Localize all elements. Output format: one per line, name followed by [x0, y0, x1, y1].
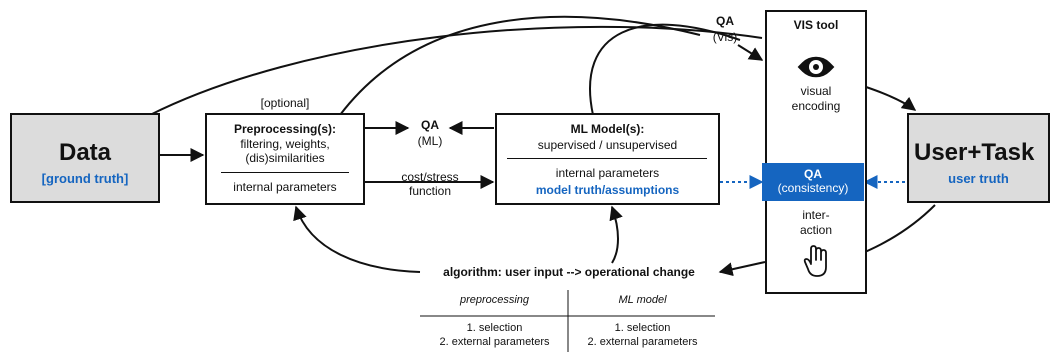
qa-ml-sub: (ML) [417, 134, 443, 148]
algorithm-cell-ml-2: 2. external parameters [587, 336, 698, 348]
ml-model-truth: model truth/assumptions [535, 183, 680, 197]
algorithm-title: algorithm: user input --> operational ch… [443, 265, 695, 279]
algorithm-cell-pre-1: 1. selection [466, 322, 523, 334]
visual-encoding-label: visual encoding [791, 84, 841, 113]
algorithm-header-preprocessing: preprocessing [459, 294, 530, 306]
ml-model-title: ML Model(s): [570, 122, 645, 136]
qa-consistency-title: QA [804, 167, 822, 181]
preprocessing-title: Preprocessing(s): [233, 122, 337, 136]
algorithm-header-ml: ML model [618, 294, 667, 306]
vis-tool-box: VIS tool visual encoding inter- action [765, 10, 867, 294]
arrow-interaction-to-algorithm [718, 261, 766, 277]
user-task-box: User+Task user truth [907, 113, 1050, 203]
ml-model-desc: supervised / unsupervised [537, 138, 678, 152]
data-title: Data [58, 139, 112, 166]
arrow-algorithm-to-preprocessing [293, 205, 421, 273]
algorithm-cell-pre-2: 2. external parameters [439, 336, 550, 348]
qa-consistency-sub: (consistency) [777, 181, 849, 195]
user-task-subtitle: user truth [948, 171, 1009, 186]
data-box: Data [ground truth] [10, 113, 160, 203]
algorithm-cell-ml-1: 1. selection [614, 322, 671, 334]
qa-ml-title: QA [421, 118, 439, 132]
cost-function-label: cost/stress function [401, 170, 459, 198]
data-subtitle: [ground truth] [41, 171, 129, 186]
preprocessing-box: Preprocessing(s): filtering, weights, (d… [205, 113, 365, 205]
preprocessing-divider [221, 172, 349, 173]
arc-preprocessing-to-qa-vis [339, 15, 701, 116]
arc-ml-to-qa-vis [589, 23, 741, 116]
qa-vis-title: QA [716, 14, 734, 28]
vis-tool-title: VIS tool [793, 18, 839, 32]
arrow-algorithm-to-ml [609, 205, 623, 264]
preprocessing-params: internal parameters [233, 180, 337, 194]
ml-model-box: ML Model(s): supervised / unsupervised i… [495, 113, 720, 205]
ml-model-params: internal parameters [555, 166, 660, 180]
qa-vis-sub: (Vis) [712, 30, 738, 44]
ml-model-divider [507, 158, 707, 159]
arrow-qa-vis-to-vis-tool [737, 44, 764, 61]
hand-icon [803, 245, 827, 277]
qa-consistency-box: QA (consistency) [762, 163, 864, 201]
optional-label: [optional] [260, 96, 310, 110]
user-task-title: User+Task [914, 139, 1035, 166]
interaction-label: inter- action [799, 208, 833, 237]
preprocessing-desc: filtering, weights, (dis)similarities [240, 137, 330, 165]
